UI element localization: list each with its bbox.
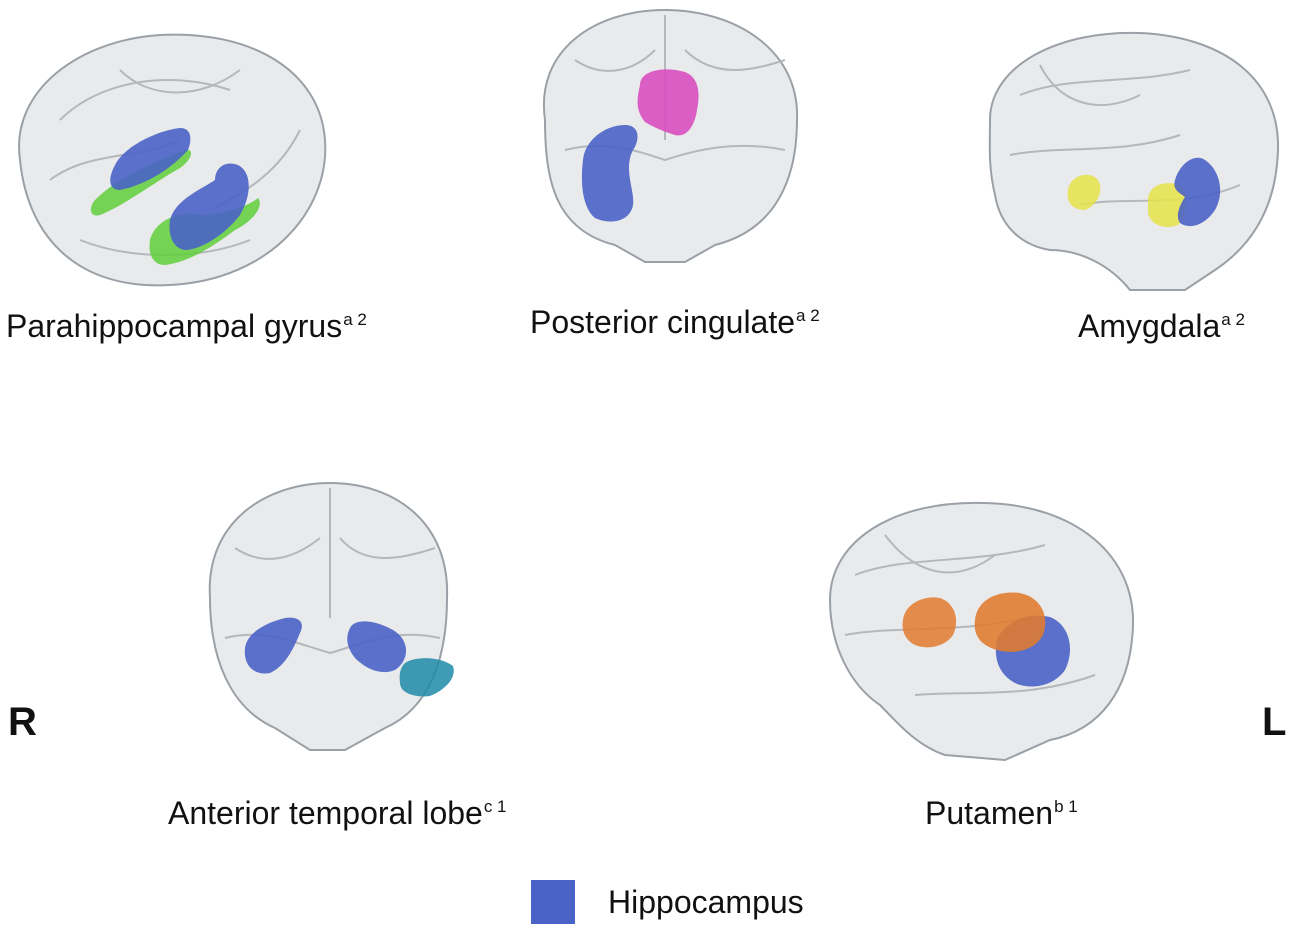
caption-anterior-temporal-lobe: Anterior temporal lobec 1 — [168, 795, 507, 832]
brain-outline — [988, 31, 1280, 291]
brain-render-anterior-temporal — [208, 481, 454, 751]
caption-text: Putamen — [925, 795, 1054, 831]
legend-label-hippocampus: Hippocampus — [608, 884, 804, 920]
brain-render-putamen — [828, 501, 1135, 762]
caption-parahippocampal-gyrus: Parahippocampal gyrusa 2 — [6, 308, 367, 345]
anterior-temporal-region — [399, 658, 454, 697]
putamen-left-region — [902, 597, 957, 648]
brain-render-posterior-cingulate — [542, 8, 799, 263]
brain-outline — [542, 8, 799, 263]
caption-superscript: c 1 — [483, 797, 507, 817]
caption-posterior-cingulate: Posterior cingulatea 2 — [530, 304, 820, 341]
hippocampus-right-region — [347, 621, 407, 673]
caption-text: Amygdala — [1078, 308, 1221, 344]
putamen-right-region — [974, 592, 1046, 652]
hippocampus-right-region — [169, 163, 249, 250]
hippocampus-left-region — [110, 128, 191, 190]
amygdala-left-region — [1067, 174, 1101, 210]
brain-render-parahippocampal — [18, 33, 327, 287]
caption-superscript: a 2 — [1221, 310, 1245, 330]
caption-text: Posterior cingulate — [530, 304, 796, 340]
caption-putamen: Putamenb 1 — [925, 795, 1078, 832]
hippocampus-left-region — [244, 617, 302, 674]
legend-swatch-hippocampus — [531, 880, 575, 924]
caption-superscript: b 1 — [1054, 797, 1078, 817]
caption-amygdala: Amygdalaa 2 — [1078, 308, 1245, 345]
caption-superscript: a 2 — [343, 310, 367, 330]
hippocampus-region — [581, 125, 638, 222]
amygdala-right-region — [1148, 183, 1187, 227]
caption-superscript: a 2 — [796, 306, 820, 326]
brain-render-amygdala — [988, 31, 1280, 291]
side-label-left: L — [1262, 700, 1287, 744]
brain-outline — [208, 481, 449, 751]
caption-text: Anterior temporal lobe — [168, 795, 483, 831]
hippocampus-region — [1174, 157, 1221, 227]
posterior-cingulate-region — [637, 69, 699, 136]
side-label-right: R — [8, 700, 37, 744]
caption-text: Parahippocampal gyrus — [6, 308, 343, 344]
